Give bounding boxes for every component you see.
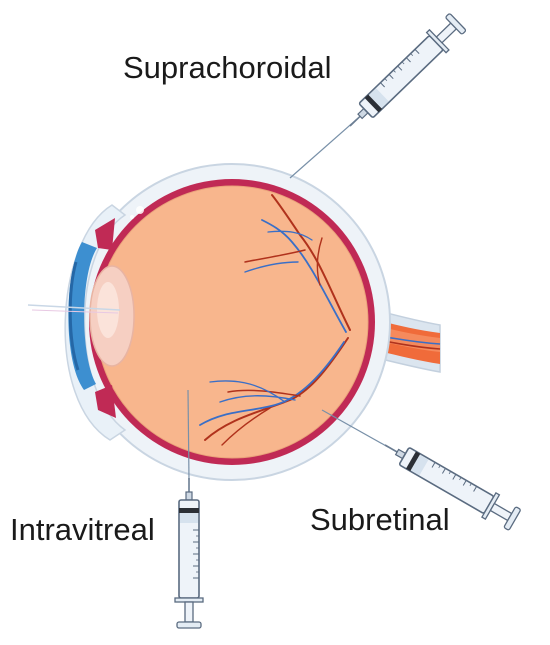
ciliary-body-top [95,218,115,250]
intravitreal-syringe-icon [174,477,204,629]
ciliary-body-bottom [95,385,116,418]
subretinal-label: Subretinal [310,502,450,537]
vitreous-body [95,185,369,459]
intravitreal-label: Intravitreal [10,512,155,547]
retinal-vessels-lower [199,337,349,446]
suprachoroidal-needle-path [289,118,358,179]
retinal-vessels-upper [244,194,351,333]
intravitreal-needle-path [187,389,190,481]
subretinal-needle-path [321,409,389,448]
suprachoroidal-syringe-icon [339,10,469,137]
iris [68,242,97,390]
suprachoroidal-label: Suprachoroidal [123,50,332,85]
